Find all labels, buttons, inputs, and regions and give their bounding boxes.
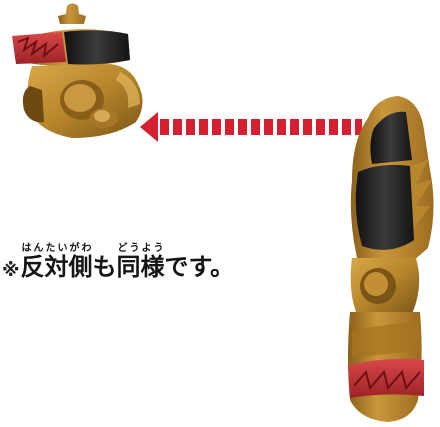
note-ending: です。	[164, 253, 235, 281]
arm-part-icon	[348, 96, 434, 422]
same-on-opposite-side-note: ※反対側はんたいがわも同様どうようです。	[2, 243, 234, 282]
word-opposite-side: 反対側はんたいがわ	[20, 243, 93, 281]
word-opposite-side-text: 反対側	[20, 253, 93, 281]
particle-mo: も	[92, 253, 117, 281]
dashed-left-arrow-icon	[140, 112, 362, 142]
word-same-reading: どうよう	[116, 243, 165, 254]
head-joint-part-icon	[12, 3, 143, 138]
word-opposite-side-reading: はんたいがわ	[20, 243, 93, 254]
note-mark: ※	[2, 260, 20, 281]
word-same-text: 同様	[116, 253, 165, 281]
word-same: 同様どうよう	[116, 243, 165, 281]
